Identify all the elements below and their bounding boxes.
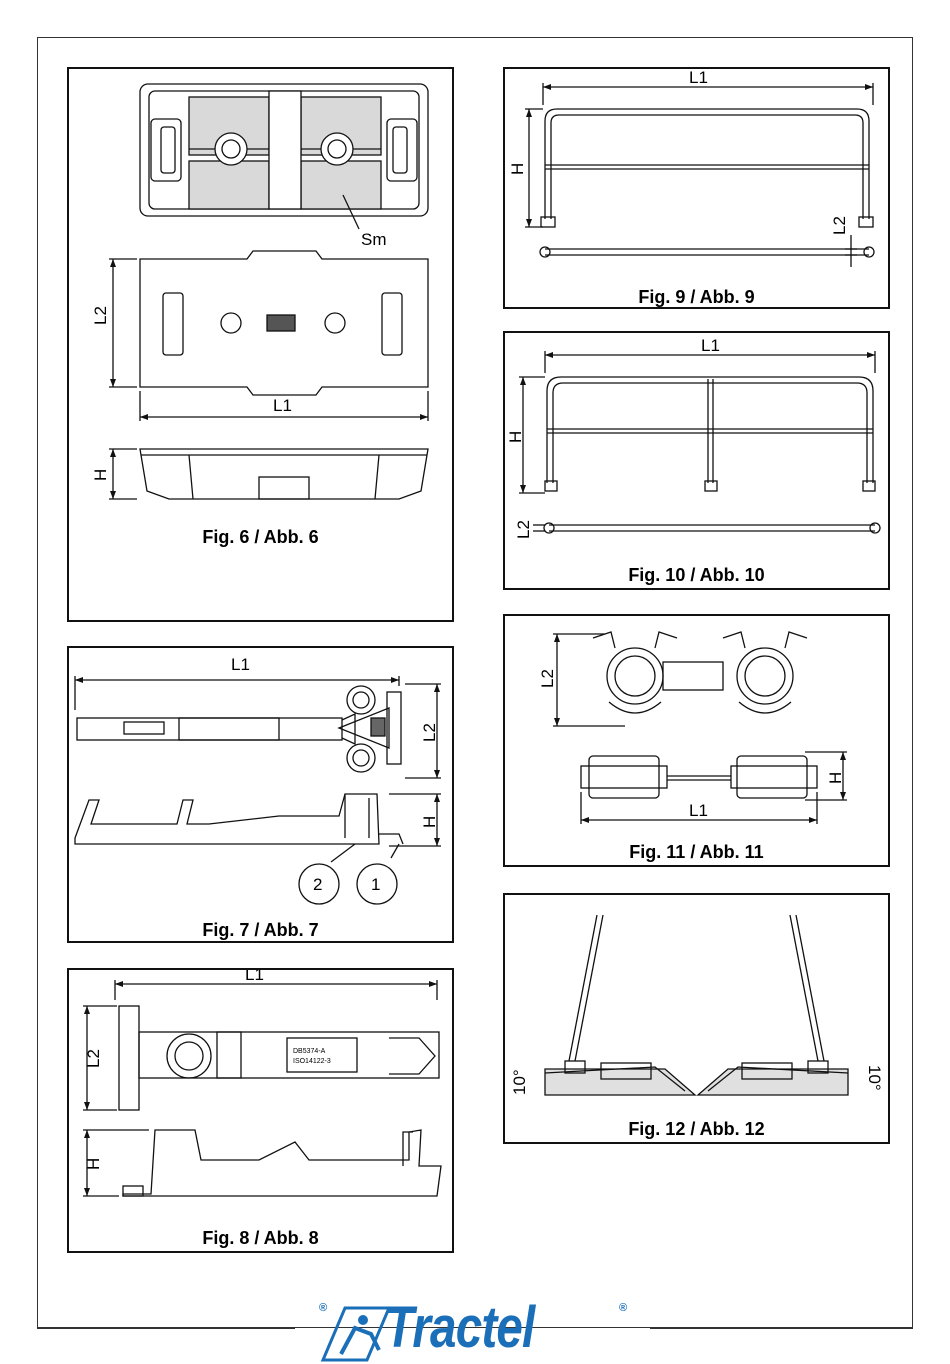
fig8-l1-label: L1 <box>245 970 264 984</box>
fig7-l1-label: L1 <box>231 655 250 674</box>
figure-12-panel: 10° 10° Fig. 12 / Abb. 12 <box>503 893 890 1144</box>
fig8-h-label: H <box>84 1158 103 1170</box>
fig11-h-label: H <box>826 772 845 784</box>
tractel-mark-icon <box>319 1304 391 1364</box>
fig9-l1-label: L1 <box>689 69 708 87</box>
fig7-callout-2: 2 <box>313 875 322 894</box>
figure-11-drawing: L2 H L1 <box>505 616 888 865</box>
logo-reg-right: ® <box>619 1302 627 1314</box>
footer-rule-right <box>650 1328 913 1329</box>
fig6-l1-label: L1 <box>273 396 292 415</box>
fig6-sm-label: Sm <box>361 230 387 249</box>
figure-8-drawing: DB5374-A ISO14122-3 L1 L2 H <box>69 970 452 1251</box>
figure-8-panel: DB5374-A ISO14122-3 L1 L2 H Fig. 8 / Abb… <box>67 968 454 1253</box>
fig8-plate-line2: ISO14122-3 <box>293 1058 331 1065</box>
fig8-caption: Fig. 8 / Abb. 8 <box>69 1228 452 1249</box>
tractel-logo: ® Tractel ® <box>305 1300 655 1364</box>
fig12-angle-right: 10° <box>865 1065 884 1091</box>
figure-10-drawing: L1 H L2 <box>505 333 888 588</box>
figure-9-panel: L1 H L2 Fig. 9 / Abb. 9 <box>503 67 890 309</box>
fig12-angle-left: 10° <box>510 1069 529 1095</box>
fig9-caption: Fig. 9 / Abb. 9 <box>505 287 888 308</box>
figure-7-panel: L1 L2 H 2 1 Fig. 7 / Abb. 7 <box>67 646 454 943</box>
fig10-l1-label: L1 <box>701 336 720 355</box>
fig7-h-label: H <box>420 816 439 828</box>
fig7-caption: Fig. 7 / Abb. 7 <box>69 920 452 941</box>
fig9-l2-label: L2 <box>830 216 849 235</box>
footer-rule-left <box>37 1328 295 1329</box>
figure-11-panel: L2 H L1 Fig. 11 / Abb. 11 <box>503 614 890 867</box>
fig8-l2-label: L2 <box>84 1049 103 1068</box>
figure-12-drawing: 10° 10° <box>505 895 888 1142</box>
fig11-caption: Fig. 11 / Abb. 11 <box>505 842 888 863</box>
fig8-plate-line1: DB5374-A <box>293 1048 326 1055</box>
fig9-h-label: H <box>508 163 527 175</box>
fig10-h-label: H <box>506 431 525 443</box>
fig6-h-label: H <box>91 469 110 481</box>
fig11-l1-label: L1 <box>689 801 708 820</box>
fig6-caption: Fig. 6 / Abb. 6 <box>69 527 452 548</box>
fig6-l2-label: L2 <box>91 306 110 325</box>
fig10-caption: Fig. 10 / Abb. 10 <box>505 565 888 586</box>
figure-7-drawing: L1 L2 H 2 1 <box>69 648 452 941</box>
logo-wordmark: Tractel <box>385 1294 534 1361</box>
fig7-l2-label: L2 <box>420 723 439 742</box>
figure-10-panel: L1 H L2 Fig. 10 / Abb. 10 <box>503 331 890 590</box>
fig12-caption: Fig. 12 / Abb. 12 <box>505 1119 888 1140</box>
fig10-l2-label: L2 <box>514 520 533 539</box>
fig7-callout-1: 1 <box>371 875 380 894</box>
figure-9-drawing: L1 H L2 <box>505 69 888 307</box>
fig11-l2-label: L2 <box>538 669 557 688</box>
figure-6-panel: Sm L2 L1 H Fig. 6 / Abb. 6 <box>67 67 454 622</box>
